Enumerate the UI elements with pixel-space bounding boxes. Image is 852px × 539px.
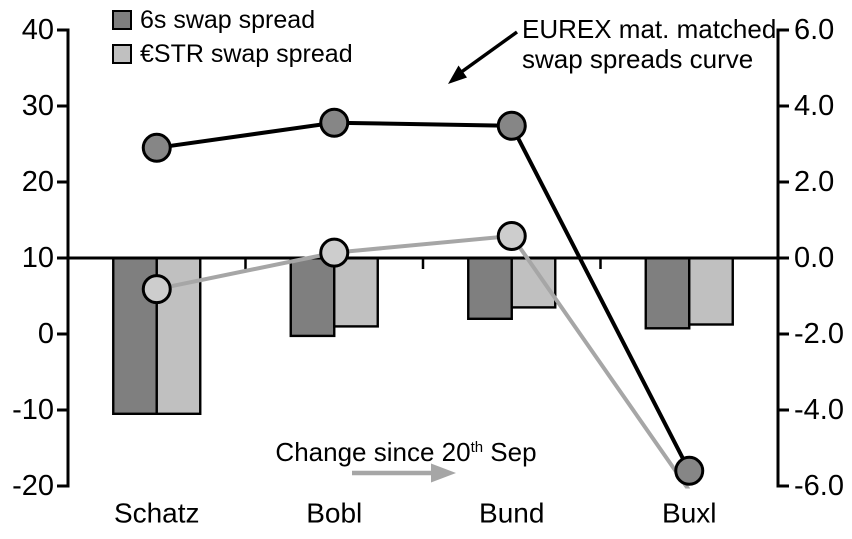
marker-6s-buxl bbox=[674, 455, 705, 486]
legend-item-estr: €STR swap spread bbox=[112, 41, 353, 67]
bar-6s-bund bbox=[467, 256, 513, 320]
bar-6s-bobl bbox=[289, 256, 336, 338]
left-axis-tick-label: 40 bbox=[22, 14, 54, 46]
bar-estr-buxl bbox=[688, 256, 734, 326]
marker-6s-bobl bbox=[319, 107, 350, 138]
change-annotation-sup: th bbox=[470, 439, 484, 456]
change-arrow-icon bbox=[352, 463, 456, 483]
legend-swatch-6s-icon bbox=[112, 10, 132, 30]
marker-6s-bund bbox=[496, 110, 527, 141]
left-axis-tick-label: 0 bbox=[38, 318, 54, 350]
category-label-bund: Bund bbox=[479, 498, 544, 529]
legend-item-6s: 6s swap spread bbox=[112, 7, 353, 33]
right-axis-tick-label: -4.0 bbox=[794, 394, 844, 426]
right-axis-tick-label: 0.0 bbox=[794, 242, 834, 274]
change-annotation-suffix: Sep bbox=[483, 437, 537, 467]
category-label-bobl: Bobl bbox=[306, 498, 362, 529]
right-axis-tick-label: -6.0 bbox=[794, 470, 844, 502]
marker-6s-schatz bbox=[141, 132, 172, 163]
left-axis-tick-label: 10 bbox=[22, 242, 54, 274]
left-axis-tick-label: -10 bbox=[12, 394, 54, 426]
left-axis-tick-label: 30 bbox=[22, 90, 54, 122]
left-axis-tick-label: 20 bbox=[22, 166, 54, 198]
right-axis-tick-label: 6.0 bbox=[794, 14, 834, 46]
bar-6s-buxl bbox=[644, 256, 691, 330]
change-annotation: Change since 20th Sep bbox=[246, 437, 566, 468]
right-axis-tick-label: 2.0 bbox=[794, 166, 834, 198]
line-6s bbox=[156, 120, 692, 472]
legend: 6s swap spread €STR swap spread bbox=[112, 7, 353, 75]
right-axis-tick-label: -2.0 bbox=[794, 318, 844, 350]
marker-estr-bobl bbox=[319, 237, 350, 268]
legend-swatch-estr-icon bbox=[112, 44, 132, 64]
right-axis-tick-label: 4.0 bbox=[794, 90, 834, 122]
left-axis-tick-label: -20 bbox=[12, 470, 54, 502]
eurex-annotation: EUREX mat. matched swap spreads curve bbox=[522, 14, 776, 74]
category-label-buxl: Buxl bbox=[662, 498, 716, 529]
category-label-schatz: Schatz bbox=[114, 498, 200, 529]
marker-estr-schatz bbox=[141, 274, 172, 305]
legend-label-estr: €STR swap spread bbox=[140, 40, 353, 68]
eurex-annotation-line1: EUREX mat. matched bbox=[522, 14, 777, 44]
eurex-annotation-line2: swap spreads curve bbox=[522, 44, 754, 74]
marker-estr-bund bbox=[496, 220, 527, 251]
line-estr bbox=[156, 233, 691, 489]
eurex-arrow-icon bbox=[448, 30, 519, 84]
change-annotation-prefix: Change since 20 bbox=[275, 437, 471, 467]
bar-estr-bobl bbox=[333, 256, 379, 328]
legend-label-6s: 6s swap spread bbox=[140, 6, 316, 34]
